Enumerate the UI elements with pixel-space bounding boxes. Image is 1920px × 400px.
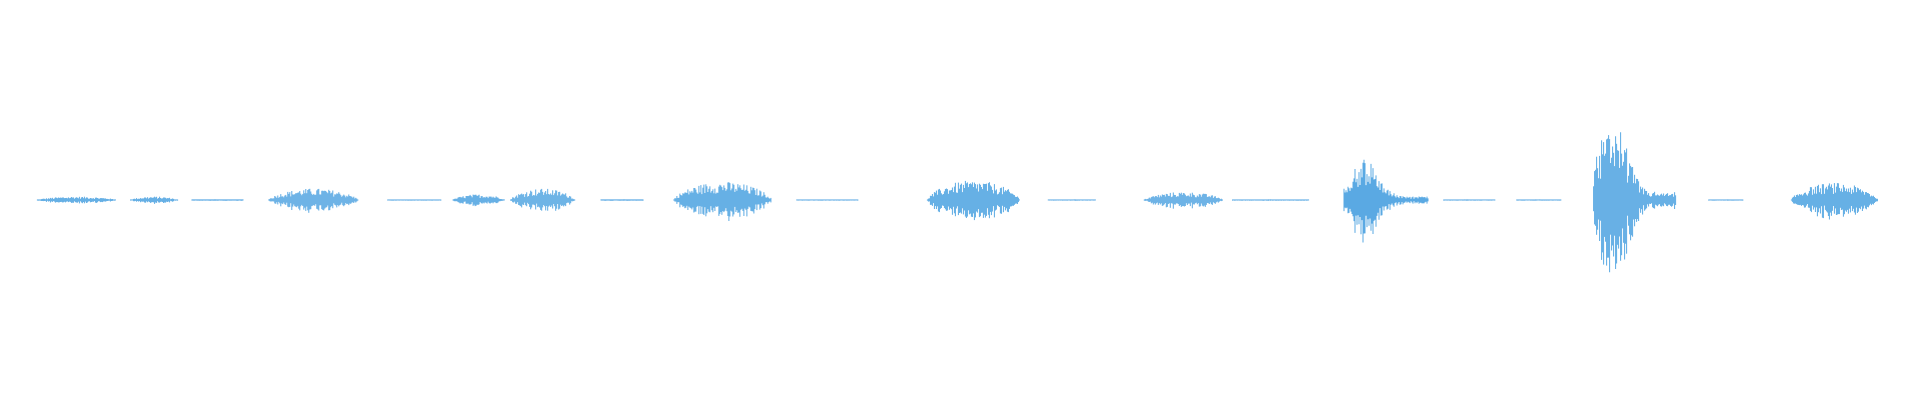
waveform-bars bbox=[36, 132, 1878, 273]
